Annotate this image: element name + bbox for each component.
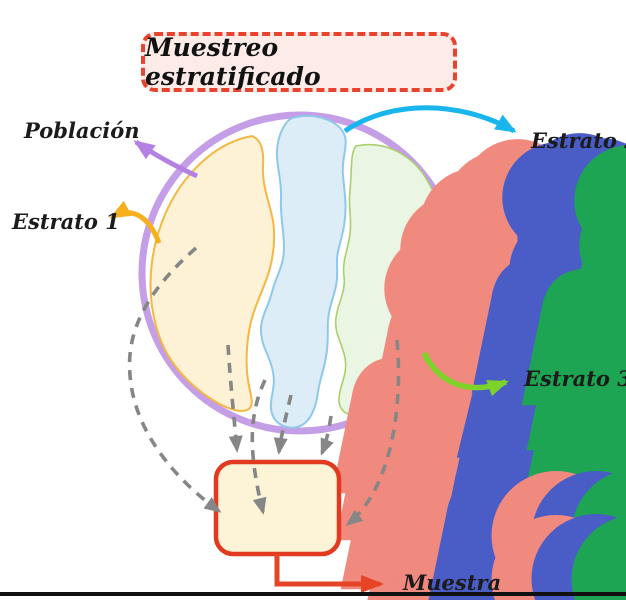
estrato2-arrow [343,105,517,134]
sampling-arrow-2 [226,344,243,453]
estrato1-label: Estrato 1 [12,209,120,234]
estrato1-arrow [109,200,162,244]
stratum1-region [149,134,276,412]
bottom-border-line [0,592,626,596]
sample-box [213,459,342,557]
stratum2-region [259,115,347,429]
sampling-arrow-3 [250,379,267,515]
sampling-arrow-4 [273,394,293,455]
sampling-arrow-1 [127,246,222,513]
sampling-arrow-6 [345,339,401,526]
estrato3-label: Estrato 3 [524,366,626,391]
muestra-arrow [274,554,384,593]
poblacion-label: Población [24,118,140,143]
poblacion-arrow [133,139,199,179]
title-box: Muestreo estratificado [141,32,457,92]
estrato2-label: Estrato 2 [531,128,626,153]
muestra-label: Muestra [403,570,502,595]
estrato3-arrow [421,351,509,397]
diagram-title: Muestreo estratificado [145,33,321,91]
sampling-arrow-5 [320,415,334,456]
